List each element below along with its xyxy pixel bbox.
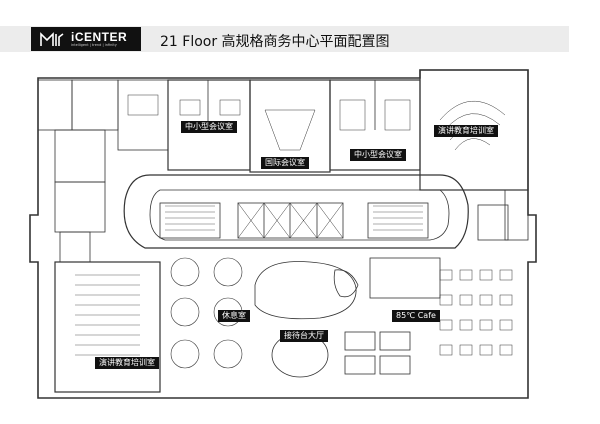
label-small-meeting-right: 中小型会议室 xyxy=(350,149,406,161)
label-small-meeting-left: 中小型会议室 xyxy=(181,121,237,133)
brand-tagline: intelligent | trend | infinity xyxy=(71,43,117,47)
page-title: 21 Floor 高规格商务中心平面配置图 xyxy=(160,34,390,50)
room-service-right-1 xyxy=(504,189,529,241)
room-service-left-4 xyxy=(59,231,91,263)
cafe-tables xyxy=(439,269,513,356)
room-service-left-2 xyxy=(54,129,106,183)
stair-right xyxy=(367,202,429,239)
room-lecture-top xyxy=(419,69,529,191)
room-cafe-counter xyxy=(369,257,441,299)
room-service-left-1 xyxy=(37,79,73,131)
room-top-left-1 xyxy=(71,79,119,131)
lounge-tables xyxy=(170,257,243,369)
brand-logo: iCENTER intelligent | trend | infinity xyxy=(31,27,141,51)
label-reception-hall: 接待台大厅 xyxy=(280,330,328,342)
label-lecture-training-bottom: 演讲教育培训室 xyxy=(95,357,159,369)
elevator-core xyxy=(237,202,344,239)
room-service-right-2 xyxy=(477,204,509,241)
corridor-loop xyxy=(123,174,469,249)
room-service-left-3 xyxy=(54,181,106,233)
stair-left xyxy=(159,202,221,239)
room-lecture-bottom xyxy=(54,261,161,393)
label-lecture-training-top: 演讲教育培训室 xyxy=(434,125,498,137)
logo-mark-icon xyxy=(40,32,64,46)
label-cafe: 85℃ Cafe xyxy=(392,310,440,322)
label-lounge: 休息室 xyxy=(218,310,250,322)
label-international-conference: 国际会议室 xyxy=(261,157,309,169)
brand-name: iCENTER xyxy=(71,30,128,44)
reception-atrium xyxy=(254,261,357,320)
